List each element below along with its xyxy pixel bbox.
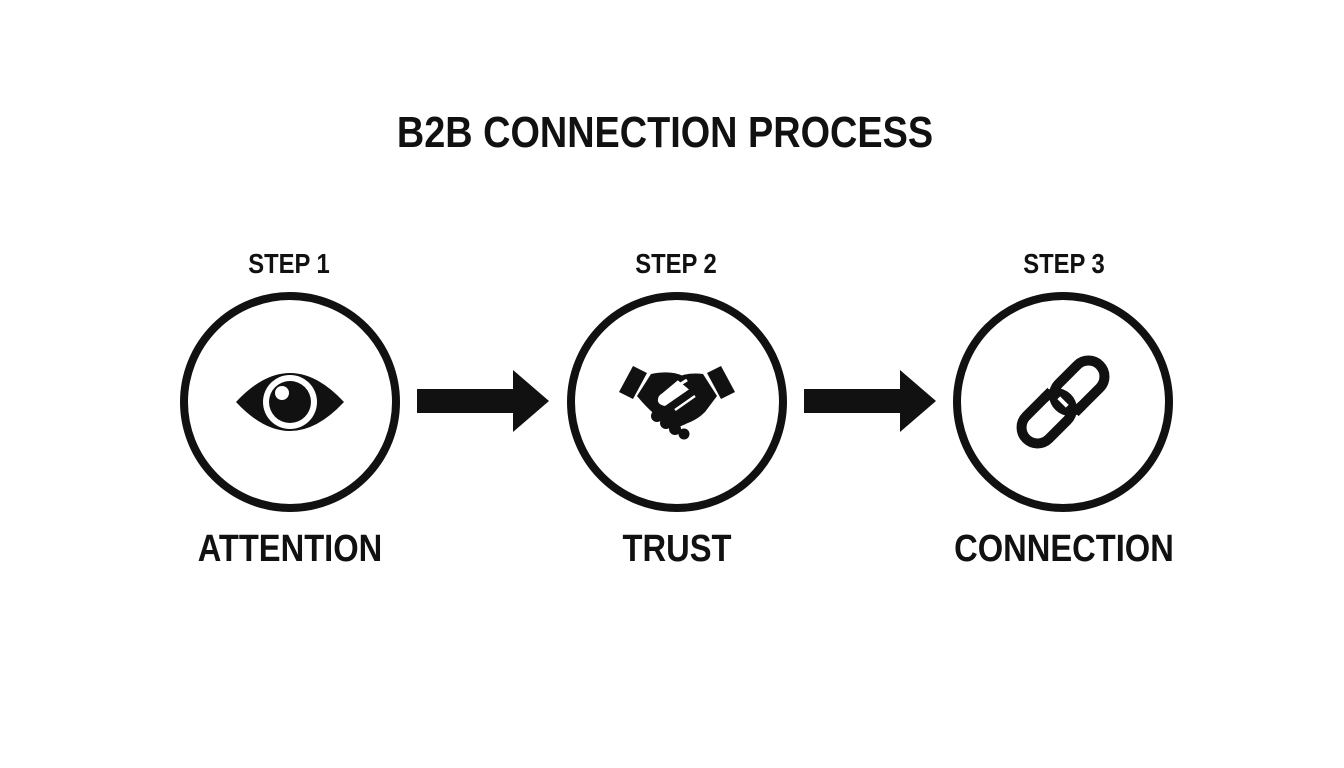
eye-icon bbox=[236, 373, 344, 431]
arrow-right-icon bbox=[417, 370, 549, 432]
step-3-circle bbox=[953, 292, 1173, 512]
step-1-name: ATTENTION bbox=[197, 528, 383, 570]
arrow-right-icon bbox=[804, 370, 936, 432]
step-1-label: STEP 1 bbox=[248, 248, 330, 279]
handshake-icon bbox=[619, 366, 735, 440]
diagram-title: B2B CONNECTION PROCESS bbox=[396, 108, 934, 157]
chain-link-icon bbox=[1016, 355, 1110, 449]
step-1-circle bbox=[180, 292, 400, 512]
step-2-circle bbox=[567, 292, 787, 512]
step-2-name: TRUST bbox=[622, 528, 732, 570]
step-3-name: CONNECTION bbox=[954, 528, 1174, 570]
step-3-label: STEP 3 bbox=[1023, 248, 1105, 279]
step-2-label: STEP 2 bbox=[635, 248, 717, 279]
